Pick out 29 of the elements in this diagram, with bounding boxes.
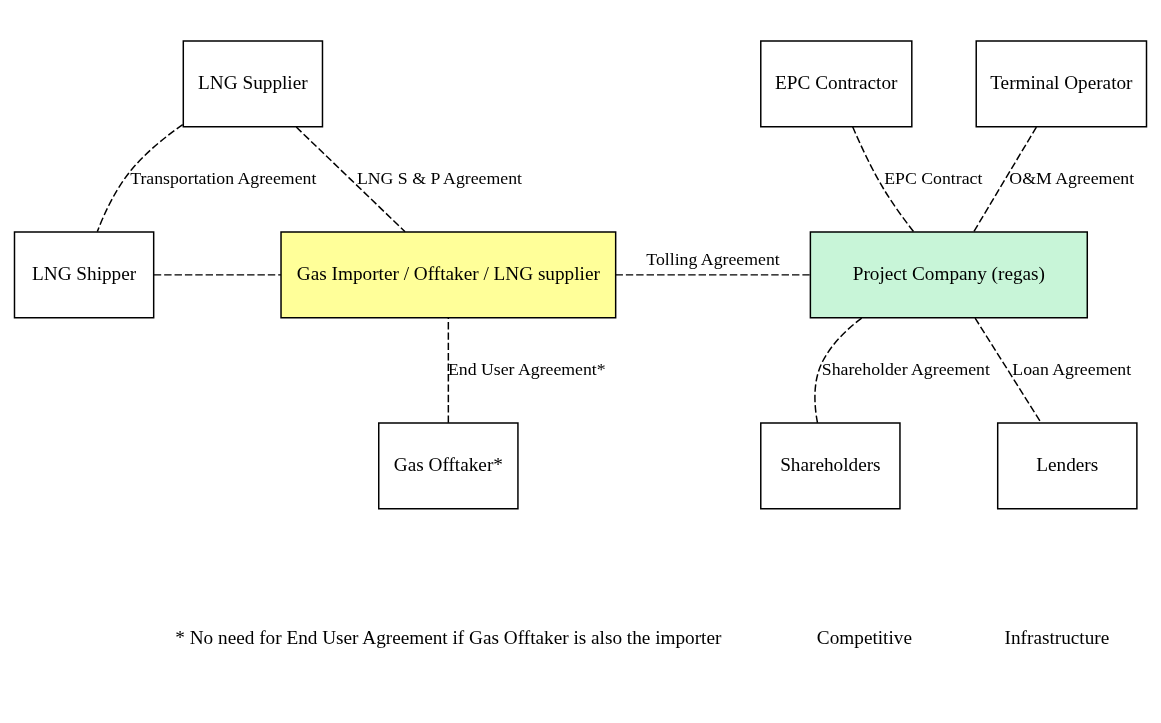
connector (447, 317, 450, 424)
connector (153, 274, 282, 276)
connector (973, 126, 1038, 233)
edge-label: End User Agreement* (447, 358, 606, 379)
edge-label: Loan Agreement (1012, 358, 1132, 379)
node-box: Project Company (regas) (809, 231, 1088, 319)
edge-label: EPC Contract (884, 167, 983, 188)
connector (814, 317, 863, 424)
node-box: Gas Importer / Offtaker / LNG supplier (280, 231, 617, 319)
node-box: LNG Supplier (182, 40, 324, 128)
node-box: Terminal Operator (975, 40, 1148, 128)
node-box: Gas Offtaker* (378, 422, 519, 510)
node-box: Lenders (996, 422, 1138, 510)
edge-label: Tolling Agreement (646, 249, 780, 270)
node-box: Shareholders (760, 422, 901, 510)
label: Competitive (816, 627, 912, 649)
edge-label: LNG S & P Agreement (356, 167, 522, 188)
edge-label: Transportation Agreement (130, 167, 317, 188)
label: * No need for End User Agreement if Gas Offtaker is also the importer (175, 627, 722, 649)
connector (851, 126, 915, 233)
node-box: LNG Shipper (13, 231, 155, 319)
connector (96, 124, 184, 233)
node-box: EPC Contractor (760, 40, 913, 128)
edge-label: O&M Agreement (1009, 167, 1135, 188)
connector (974, 317, 1042, 424)
edge-label: Shareholder Agreement (821, 358, 990, 379)
connector (614, 274, 811, 276)
connector (295, 126, 406, 233)
label: Infrastructure (1004, 627, 1110, 649)
